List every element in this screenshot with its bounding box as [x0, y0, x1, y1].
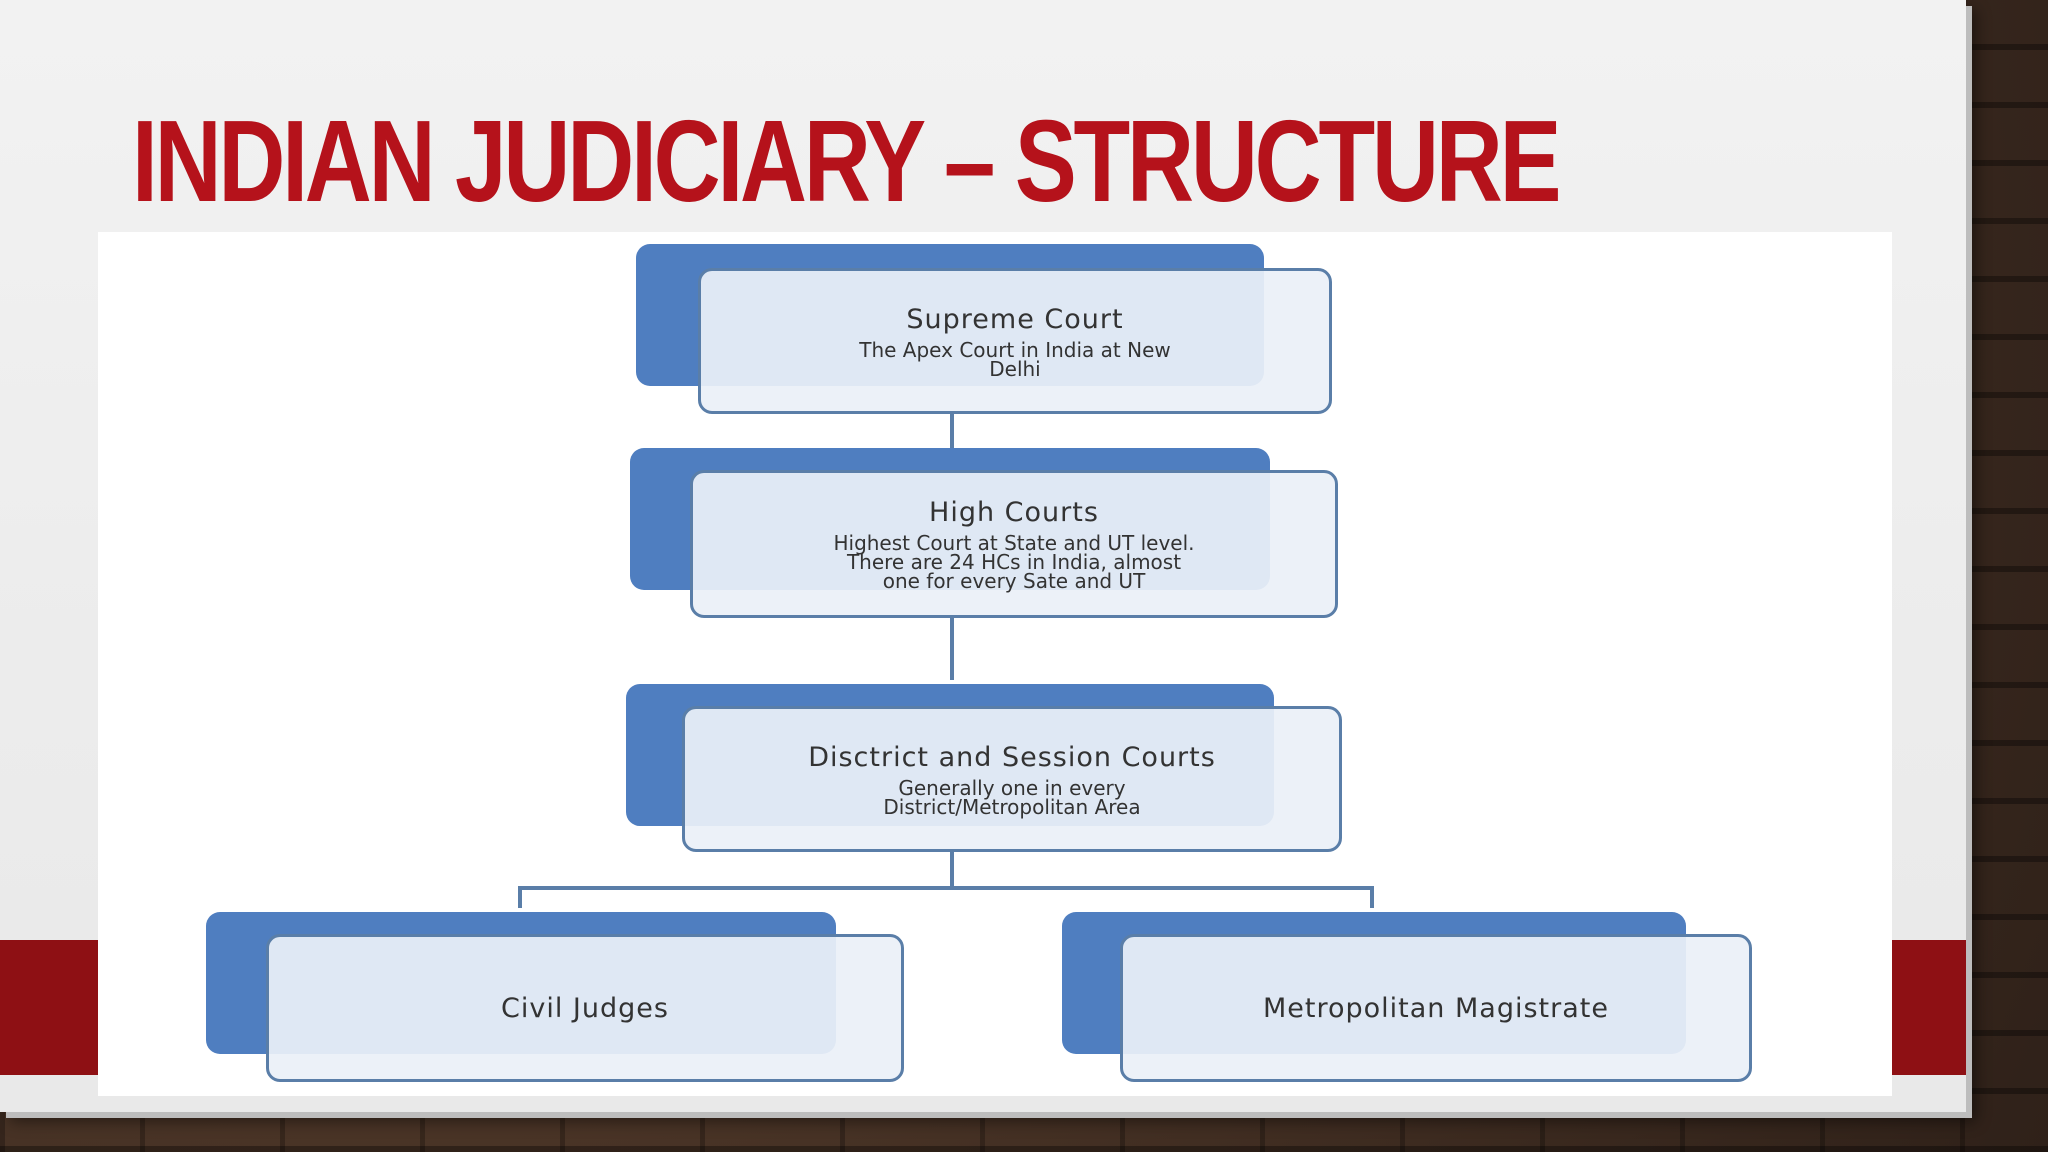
- connector-civil: [518, 886, 522, 908]
- node-title: Supreme Court: [906, 303, 1124, 335]
- node-description: Generally one in every District/Metropol…: [883, 775, 1141, 819]
- connector-district-trunk: [950, 850, 954, 890]
- node-card: Supreme Court The Apex Court in India at…: [698, 268, 1332, 414]
- node-title: Metropolitan Magistrate: [1263, 992, 1609, 1024]
- node-title: Disctrict and Session Courts: [808, 741, 1216, 773]
- node-supreme-court: Supreme Court The Apex Court in India at…: [636, 244, 1332, 416]
- connector-supreme-high: [950, 414, 954, 450]
- node-civil-judges: Civil Judges: [206, 912, 904, 1084]
- slide-title: INDIAN JUDICIARY – STRUCTURE: [132, 96, 1561, 226]
- org-chart-panel: Supreme Court The Apex Court in India at…: [98, 232, 1892, 1096]
- node-district-session-courts: Disctrict and Session Courts Generally o…: [626, 684, 1342, 852]
- node-card: Disctrict and Session Courts Generally o…: [682, 706, 1342, 852]
- connector-high-district: [950, 616, 954, 680]
- connector-horizontal: [518, 886, 1374, 890]
- node-description: The Apex Court in India at New Delhi: [859, 337, 1171, 381]
- node-metropolitan-magistrate: Metropolitan Magistrate: [1062, 912, 1752, 1084]
- slide: INDIAN JUDICIARY – STRUCTURE Supreme Cou…: [0, 0, 1966, 1112]
- node-high-courts: High Courts Highest Court at State and U…: [630, 448, 1338, 620]
- node-description: Highest Court at State and UT level. The…: [833, 531, 1195, 593]
- connector-magistrate: [1370, 886, 1374, 908]
- node-card: Metropolitan Magistrate: [1120, 934, 1752, 1082]
- node-title: High Courts: [929, 497, 1099, 528]
- node-card: High Courts Highest Court at State and U…: [690, 470, 1338, 618]
- node-title: Civil Judges: [501, 992, 669, 1024]
- node-card: Civil Judges: [266, 934, 904, 1082]
